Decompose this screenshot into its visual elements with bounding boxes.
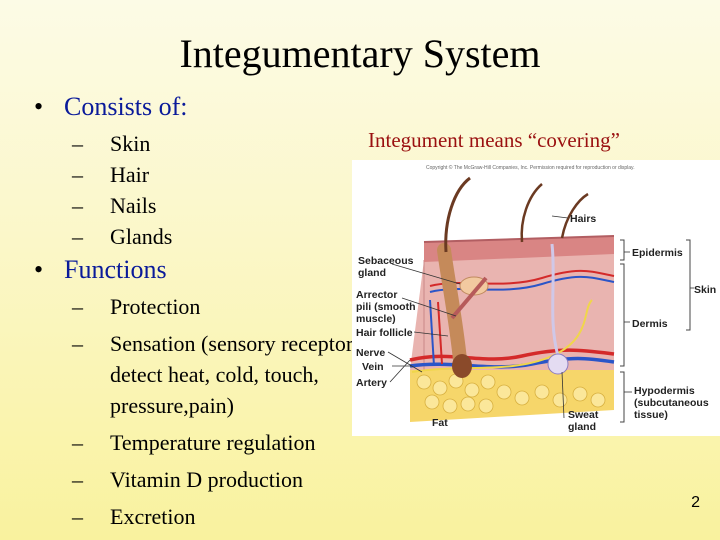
functions-list: –Protection –Sensation (sensory receptor… (72, 291, 372, 538)
hair-strand (444, 176, 471, 253)
hair-follicle-shape (437, 243, 467, 367)
epidermis-layer (424, 236, 614, 262)
label-arrector-1: Arrector (356, 289, 397, 301)
skin-bracket (686, 239, 691, 331)
label-sweat-1: Sweat (568, 409, 599, 421)
list-item: –Temperature regulation (72, 430, 316, 455)
list-item: –Protection (72, 294, 201, 319)
label-skin: Skin (694, 284, 716, 296)
nerve-fiber (411, 299, 593, 373)
page-number: 2 (691, 494, 700, 511)
label-vein: Vein (362, 361, 384, 373)
label-fat: Fat (432, 417, 448, 429)
label-nerve: Nerve (356, 347, 385, 359)
label-hypodermis-2: (subcutaneous (634, 397, 709, 409)
label-epidermis: Epidermis (632, 247, 683, 259)
hair-strand (520, 183, 543, 243)
fat-cells (416, 373, 606, 414)
list-item: –Hair (72, 162, 150, 187)
list-item: –Nails (72, 193, 157, 218)
integument-note: Integument means “covering” (368, 128, 620, 152)
slide-title: Integumentary System (179, 31, 541, 76)
copyright-note: Copyright © The McGraw-Hill Companies, I… (426, 164, 635, 171)
label-hypodermis-1: Hypodermis (634, 385, 695, 397)
functions-heading: • Functions (34, 255, 167, 285)
list-item: –Excretion (72, 504, 196, 529)
label-arrector-3: muscle) (356, 313, 396, 325)
label-arrector-2: pili (smooth (356, 301, 416, 313)
label-hypodermis-3: tissue) (634, 409, 668, 421)
list-item: –Vitamin D production (72, 467, 303, 492)
label-sebaceous-2: gland (358, 267, 386, 279)
consists-heading-text: Consists of: (64, 92, 188, 121)
consists-list: –Skin –Hair –Nails –Glands (72, 128, 172, 252)
functions-heading-text: Functions (64, 255, 167, 284)
label-dermis: Dermis (632, 318, 668, 330)
arrector-muscle (450, 276, 488, 320)
bullet-icon: • (34, 255, 44, 284)
label-sebaceous-1: Sebaceous (358, 255, 414, 267)
dermis-bracket (620, 263, 625, 367)
consists-heading: • Consists of: (34, 92, 188, 122)
label-sweat-2: gland (568, 421, 596, 433)
hair-bulb (452, 354, 472, 378)
vein-vessel (409, 356, 615, 369)
epidermis-bracket (620, 239, 625, 261)
skin-anatomy-figure: Copyright © The McGraw-Hill Companies, I… (352, 160, 720, 436)
sweat-gland-coil (547, 353, 569, 375)
label-artery: Artery (356, 377, 387, 389)
hypodermis-bracket (620, 371, 625, 423)
list-item: –Glands (72, 224, 173, 249)
artery-vessel (409, 348, 615, 362)
label-hair-follicle: Hair follicle (356, 327, 413, 339)
list-item: –Skin (72, 131, 151, 156)
skin-cross-section-illustration: Copyright © The McGraw-Hill Companies, I… (356, 164, 716, 433)
hair-strand (560, 192, 589, 239)
list-item: –Sensation (sensory receptors detect hea… (72, 331, 362, 418)
leader-lines (387, 215, 694, 419)
label-hairs: Hairs (570, 213, 596, 225)
bullet-icon: • (34, 92, 44, 121)
